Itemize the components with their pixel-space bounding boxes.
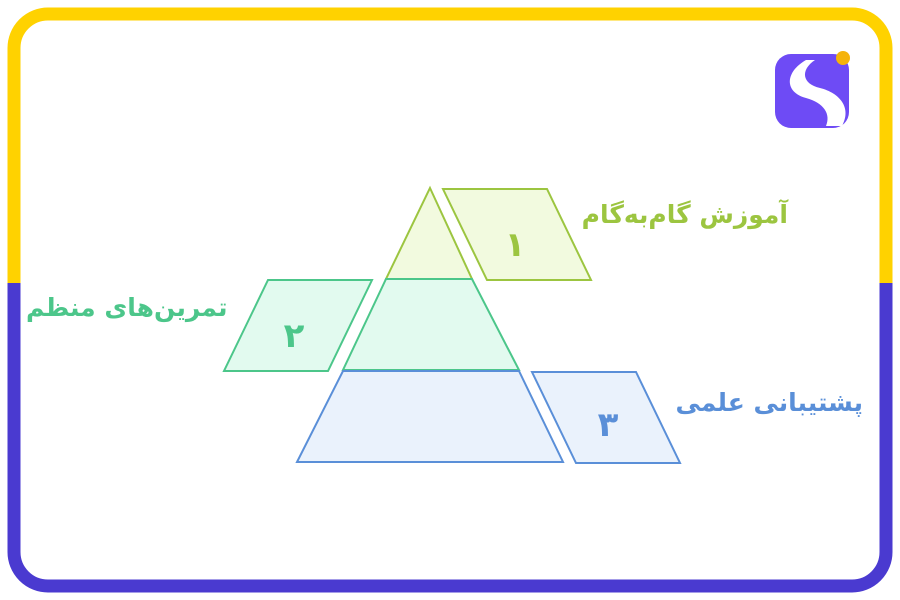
tag-2-shape: [222, 279, 374, 372]
brand-logo-icon: [775, 51, 850, 128]
level-3-label: پشتیبانی علمی: [675, 388, 863, 417]
logo-swoosh: [789, 60, 846, 126]
frame-border-top: [7, 7, 893, 283]
level-1-label: آموزش گام‌به‌گام: [581, 200, 788, 229]
frame-border-bottom: [7, 283, 893, 593]
pyramid-level-2: [341, 278, 521, 371]
tag-3-number: ۳: [598, 405, 619, 445]
pyramid-level-3: [295, 370, 565, 463]
tag-1-shape: [441, 188, 593, 281]
tag-3-shape: [530, 371, 682, 464]
tag-2-number: ۲: [284, 316, 305, 356]
level-2-label: تمرین‌های منظم: [26, 293, 228, 322]
logo-dot: [836, 51, 850, 65]
tag-1-number: ۱: [505, 225, 526, 265]
pyramid: [295, 185, 565, 463]
